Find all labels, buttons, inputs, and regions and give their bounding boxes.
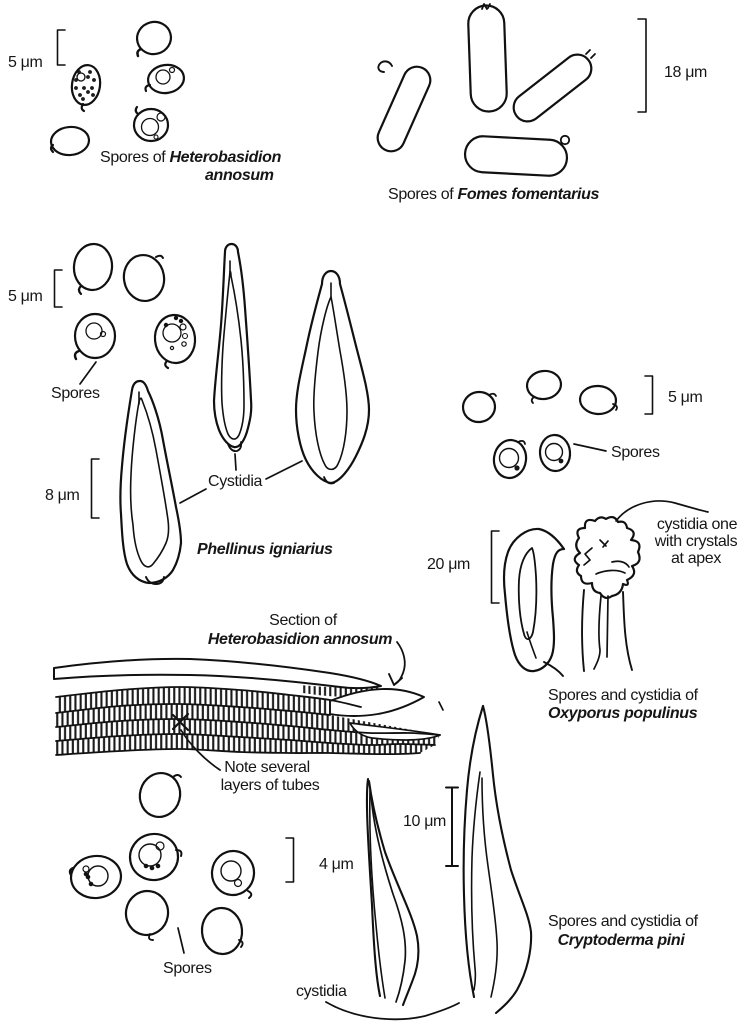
svg-text:20 μm: 20 μm [427, 556, 470, 573]
svg-text:Section of: Section of [269, 612, 338, 629]
svg-text:4 μm: 4 μm [319, 856, 354, 873]
svg-text:Spores: Spores [163, 960, 212, 977]
svg-text:layers of tubes: layers of tubes [221, 777, 320, 794]
svg-text:at apex: at apex [671, 550, 721, 567]
svg-text:cystidia: cystidia [296, 983, 347, 1000]
svg-text:annosum: annosum [205, 167, 274, 184]
svg-text:Spores: Spores [611, 444, 660, 461]
svg-text:5 μm: 5 μm [8, 54, 43, 71]
svg-text:Cystidia: Cystidia [208, 473, 263, 490]
svg-text:8 μm: 8 μm [45, 487, 80, 504]
svg-text:Spores of Heterobasidion: Spores of Heterobasidion [100, 149, 282, 166]
svg-text:cystidia one: cystidia one [657, 516, 738, 533]
svg-text:Spores and cystidia of: Spores and cystidia of [548, 913, 699, 930]
svg-text:Oxyporus populinus: Oxyporus populinus [548, 705, 698, 722]
svg-text:Spores and cystidia of: Spores and cystidia of [548, 687, 699, 704]
svg-text:5 μm: 5 μm [8, 288, 43, 305]
svg-text:18 μm: 18 μm [664, 64, 707, 81]
svg-text:Spores: Spores [51, 385, 100, 402]
svg-text:10 μm: 10 μm [403, 813, 446, 830]
svg-text:Cryptoderma pini: Cryptoderma pini [558, 932, 686, 949]
svg-text:Heterobasidion annosum: Heterobasidion annosum [208, 631, 392, 648]
svg-text:Spores of Fomes fomentarius: Spores of Fomes fomentarius [388, 186, 600, 203]
svg-text:Note several: Note several [224, 759, 310, 776]
svg-text:5 μm: 5 μm [668, 389, 703, 406]
svg-text:Phellinus igniarius: Phellinus igniarius [197, 541, 333, 558]
svg-text:with crystals: with crystals [654, 533, 738, 550]
